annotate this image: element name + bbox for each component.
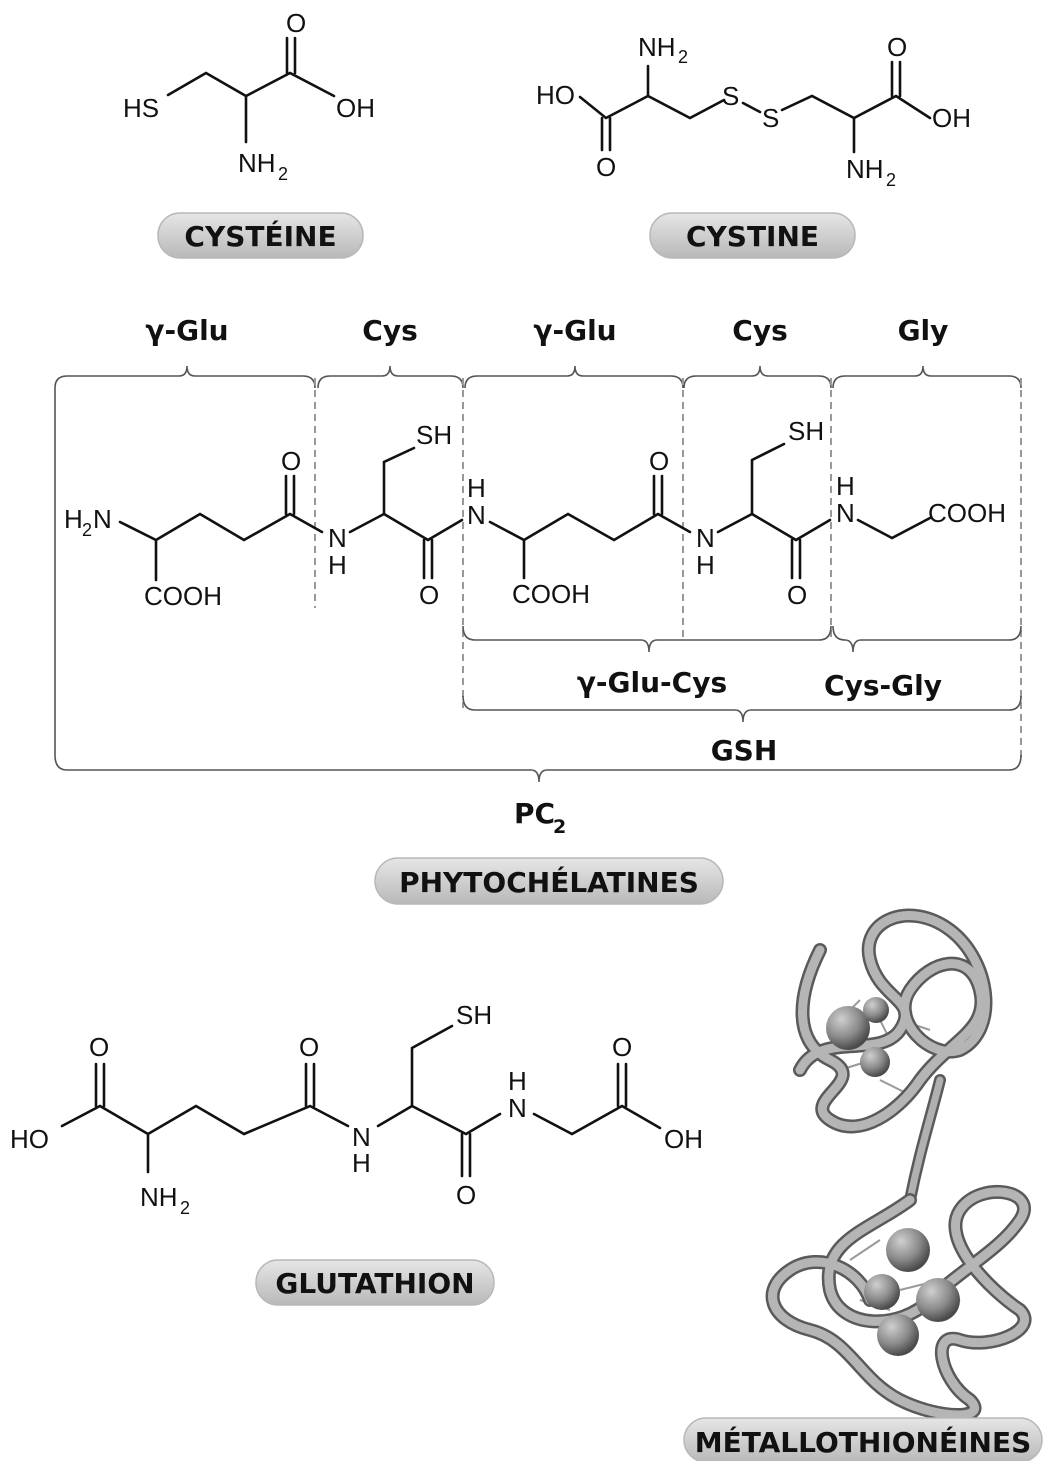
pc2-o-4-label: O bbox=[787, 580, 807, 610]
pc2-subscript: 2 bbox=[553, 816, 566, 838]
metallothionein-ribbon-image bbox=[765, 908, 1032, 1422]
cysteine-o-label: O bbox=[286, 8, 306, 38]
residue-label-glu-2: γ-Glu bbox=[533, 314, 616, 347]
pc2-structure: H 2 N COOH O N H SH O H N COOH O N H SH … bbox=[64, 416, 1006, 611]
cystine-pill: CYSTINE bbox=[649, 212, 856, 259]
glutathion-nh-label: NH bbox=[140, 1182, 178, 1212]
cystine-structure: HO O NH 2 S S O OH NH 2 bbox=[536, 32, 971, 190]
glutathion-title: GLUTATHION bbox=[275, 1267, 474, 1300]
residue-label-cys-1: Cys bbox=[362, 314, 417, 347]
pc2-o-3-label: O bbox=[649, 446, 669, 476]
glutathion-h-2-label: H bbox=[508, 1066, 527, 1096]
grouping-braces bbox=[54, 388, 1022, 783]
residue-labels: γ-Glu Cys γ-Glu Cys Gly bbox=[145, 314, 948, 347]
pc2-h-1-label: H bbox=[328, 550, 347, 580]
cystine-nh2-top-subscript: 2 bbox=[678, 47, 688, 67]
gsh-label: GSH bbox=[711, 734, 778, 767]
pc2-n-3-label: N bbox=[696, 523, 715, 553]
cysteine-structure: HS O OH NH 2 bbox=[123, 8, 375, 184]
metallothioneines-title: MÉTALLOTHIONÉINES bbox=[695, 1425, 1032, 1459]
cysteine-pill: CYSTÉINE bbox=[157, 212, 364, 259]
grouping-labels: γ-Glu-Cys Cys-Gly GSH PC 2 bbox=[514, 666, 942, 838]
cystine-nh2-bottom-subscript: 2 bbox=[886, 170, 896, 190]
pc2-sh-1-label: SH bbox=[416, 420, 452, 450]
cysteine-oh-label: OH bbox=[336, 93, 375, 123]
pc2-label: PC bbox=[514, 797, 555, 830]
pc2-h2n-subscript: 2 bbox=[82, 520, 92, 540]
glutathion-structure: HO O NH 2 O N H SH O H N O OH bbox=[10, 1000, 703, 1218]
phytochelatines-title: PHYTOCHÉLATINES bbox=[399, 865, 699, 899]
phytochelatines-pill: PHYTOCHÉLATINES bbox=[374, 857, 724, 905]
glutathion-ho-label: HO bbox=[10, 1124, 49, 1154]
residue-dividers bbox=[314, 378, 1022, 758]
pc2-n-1-label: N bbox=[328, 523, 347, 553]
cystine-title: CYSTINE bbox=[686, 220, 819, 253]
cysteine-hs-label: HS bbox=[123, 93, 159, 123]
pc2-h-3-label: H bbox=[696, 550, 715, 580]
glutathion-oh-label: OH bbox=[664, 1124, 703, 1154]
pc2-cooh-2-label: COOH bbox=[512, 579, 590, 609]
metallothioneines-pill: MÉTALLOTHIONÉINES bbox=[683, 1417, 1043, 1461]
residue-label-gly: Gly bbox=[898, 314, 949, 347]
pc2-cooh-3-label: COOH bbox=[928, 498, 1006, 528]
cystine-o-left-label: O bbox=[596, 152, 616, 182]
glutathion-o-1-label: O bbox=[89, 1032, 109, 1062]
pc2-o-1-label: O bbox=[281, 446, 301, 476]
residue-label-glu-1: γ-Glu bbox=[145, 314, 228, 347]
pc2-o-2-label: O bbox=[419, 580, 439, 610]
pc2-h-2-label: H bbox=[467, 473, 486, 503]
glutathion-h-1-label: H bbox=[352, 1148, 371, 1178]
glutathion-n-1-label: N bbox=[352, 1122, 371, 1152]
pc2-n-2-label: N bbox=[467, 500, 486, 530]
cysteine-nh2-subscript: 2 bbox=[278, 164, 288, 184]
glutathion-nh2-subscript: 2 bbox=[180, 1198, 190, 1218]
pc2-sh-2-label: SH bbox=[788, 416, 824, 446]
cystine-nh-bottom-label: NH bbox=[846, 154, 884, 184]
cystine-s2-label: S bbox=[762, 103, 779, 133]
glutathion-pill: GLUTATHION bbox=[255, 1259, 495, 1306]
cysteine-nh-label: NH bbox=[238, 148, 276, 178]
cystine-s1-label: S bbox=[722, 81, 739, 111]
cystine-ho-label: HO bbox=[536, 80, 575, 110]
glutathion-o-2-label: O bbox=[299, 1032, 319, 1062]
residue-top-braces bbox=[54, 365, 1022, 389]
pc2-cooh-1-label: COOH bbox=[144, 581, 222, 611]
cys-gly-label: Cys-Gly bbox=[824, 669, 942, 702]
cystine-nh-top-label: NH bbox=[638, 32, 676, 62]
pc2-h2n-h-label: H bbox=[64, 504, 83, 534]
glu-cys-label: γ-Glu-Cys bbox=[577, 666, 727, 699]
pc2-h-4-label: H bbox=[836, 471, 855, 501]
pc2-n-4-label: N bbox=[836, 498, 855, 528]
pc2-h2n-n-label: N bbox=[93, 504, 112, 534]
cysteine-title: CYSTÉINE bbox=[184, 219, 336, 253]
residue-label-cys-2: Cys bbox=[732, 314, 787, 347]
glutathion-o-4-label: O bbox=[612, 1032, 632, 1062]
cystine-oh-label: OH bbox=[932, 103, 971, 133]
glutathion-o-3-label: O bbox=[456, 1180, 476, 1210]
glutathion-n-2-label: N bbox=[508, 1093, 527, 1123]
cystine-o-right-label: O bbox=[887, 32, 907, 62]
glutathion-sh-label: SH bbox=[456, 1000, 492, 1030]
